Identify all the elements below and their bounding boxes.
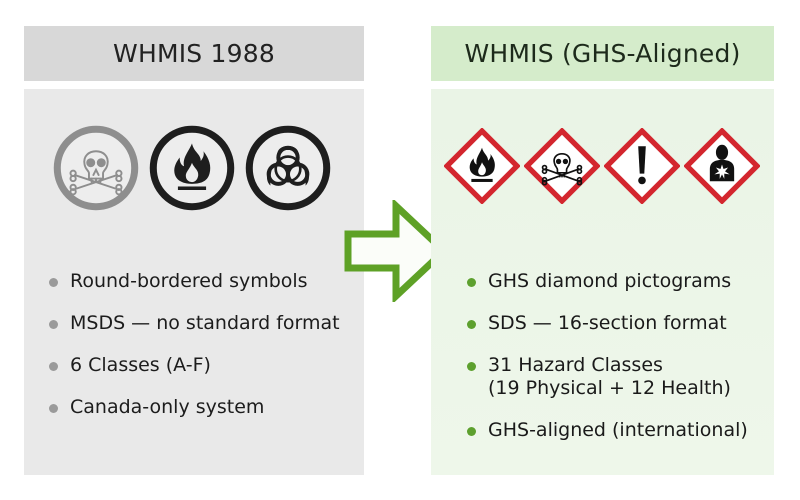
bullet-dot-icon xyxy=(467,320,476,329)
list-item: GHS diamond pictograms xyxy=(467,270,748,293)
whmis-1988-features: Round-bordered symbols MSDS — no standar… xyxy=(49,270,340,438)
whmis-1988-symbols xyxy=(52,124,332,212)
list-item: 31 Hazard Classes (19 Physical + 12 Heal… xyxy=(467,354,748,400)
list-item: Canada-only system xyxy=(49,396,340,419)
bullet-dot-icon xyxy=(49,320,58,329)
bullet-dot-icon xyxy=(49,278,58,287)
whmis-1988-header: WHMIS 1988 xyxy=(24,26,364,81)
list-item: Round-bordered symbols xyxy=(49,270,340,293)
bullet-dot-icon xyxy=(49,362,58,371)
list-item: SDS — 16-section format xyxy=(467,312,748,335)
bullet-dot-icon xyxy=(49,404,58,413)
bullet-dot-icon xyxy=(467,362,476,371)
bullet-dot-icon xyxy=(467,427,476,436)
ghs-exclamation-icon xyxy=(604,128,680,204)
ghs-health-hazard-icon xyxy=(684,128,760,204)
flame-icon xyxy=(149,125,235,211)
whmis-ghs-title: WHMIS (GHS-Aligned) xyxy=(464,39,741,68)
ghs-skull-crossbones-icon xyxy=(524,128,600,204)
whmis-ghs-features: GHS diamond pictograms SDS — 16-section … xyxy=(467,270,748,461)
right-arrow-icon xyxy=(344,200,448,302)
ghs-flame-icon xyxy=(444,128,520,204)
list-item: GHS-aligned (international) xyxy=(467,419,748,442)
list-item: 6 Classes (A-F) xyxy=(49,354,340,377)
bullet-dot-icon xyxy=(467,278,476,287)
skull-crossbones-icon xyxy=(53,125,139,211)
biohazard-icon xyxy=(245,125,331,211)
whmis-ghs-header: WHMIS (GHS-Aligned) xyxy=(431,26,774,81)
list-item: MSDS — no standard format xyxy=(49,312,340,335)
whmis-1988-title: WHMIS 1988 xyxy=(113,39,275,68)
ghs-pictograms xyxy=(444,128,760,204)
